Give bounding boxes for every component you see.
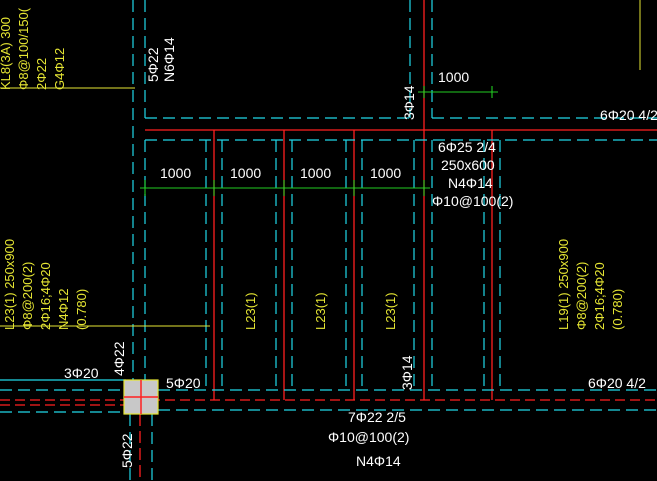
beam-main-line-2: 250x600 — [441, 157, 495, 173]
bar-3-20[interactable]: 3Φ20 — [64, 365, 99, 381]
bar-5-20[interactable]: 5Φ20 — [166, 375, 201, 391]
bar-6-20-bottom[interactable]: 6Φ20 4/2 — [588, 375, 646, 391]
bottom-beam-line-3: N4Φ14 — [356, 453, 401, 469]
dim-row-1: 1000 — [230, 165, 261, 181]
bottom-beam-line-2: Φ10@100(2) — [328, 429, 409, 445]
bar-5-22[interactable]: 5Φ22 — [119, 433, 135, 468]
top-mid-line-1: 5Φ22 — [145, 47, 161, 82]
mid-beam-label-2[interactable]: L23(1) — [313, 292, 328, 330]
dim-row-2: 1000 — [300, 165, 331, 181]
right-beam-line-3: 2Φ16;4Φ20 — [592, 262, 607, 330]
top-left-line-1: KL8(3A) 300 — [0, 17, 13, 90]
dimension-lines — [140, 86, 498, 196]
top-left-line-3: 2Φ22 — [34, 58, 49, 90]
top-mid-annotation[interactable]: 5Φ22 N6Φ14 — [145, 37, 177, 82]
bar-3-14-top[interactable]: 3Φ14 — [401, 85, 417, 120]
bottom-beam-annotation[interactable]: 7Φ22 2/5 Φ10@100(2) N4Φ14 — [328, 409, 409, 469]
dim-row-0: 1000 — [160, 165, 191, 181]
beam-main-line-3: N4Φ14 — [448, 175, 493, 191]
left-beam-line-3: 2Φ16;4Φ20 — [38, 262, 53, 330]
top-left-line-2: Φ8@100/150( — [16, 7, 31, 90]
bar-4-22[interactable]: 4Φ22 — [111, 341, 127, 376]
mid-beam-label-1[interactable]: L23(1) — [243, 292, 258, 330]
yellow-leaders — [0, 0, 641, 327]
bottom-beam-line-1: 7Φ22 2/5 — [348, 409, 406, 425]
right-beam-annotation[interactable]: L19(1) 250x900 Φ8@200(2) 2Φ16;4Φ20 (0.78… — [556, 239, 625, 330]
right-beam-line-4: (0.780) — [610, 289, 625, 330]
left-beam-line-4: N4Φ12 — [56, 289, 71, 330]
top-mid-line-2: N6Φ14 — [161, 37, 177, 82]
left-beam-line-2: Φ8@200(2) — [20, 262, 35, 330]
right-beam-line-1: L19(1) 250x900 — [556, 239, 571, 330]
beam-main-annotation[interactable]: 6Φ25 2/4 250x600 N4Φ14 Φ10@100(2) — [432, 139, 513, 209]
mid-beam-label-3[interactable]: L23(1) — [383, 292, 398, 330]
dim-top-text: 1000 — [438, 69, 469, 85]
top-left-annotation[interactable]: KL8(3A) 300 Φ8@100/150( 2Φ22 G4Φ12 — [0, 7, 67, 90]
beam-main-line-1: 6Φ25 2/4 — [438, 139, 496, 155]
bar-6-20-top[interactable]: 6Φ20 4/2 — [600, 107, 657, 123]
right-beam-line-2: Φ8@200(2) — [574, 262, 589, 330]
left-beam-line-5: (0.780) — [74, 289, 89, 330]
beam-main-line-4: Φ10@100(2) — [432, 193, 513, 209]
left-beam-annotation[interactable]: L23(1) 250x900 Φ8@200(2) 2Φ16;4Φ20 N4Φ12… — [2, 239, 89, 330]
top-left-line-4: G4Φ12 — [52, 48, 67, 90]
dim-row-3: 1000 — [370, 165, 401, 181]
bar-3-14-bottom[interactable]: 3Φ14 — [399, 355, 415, 390]
left-beam-line-1: L23(1) 250x900 — [2, 239, 17, 330]
